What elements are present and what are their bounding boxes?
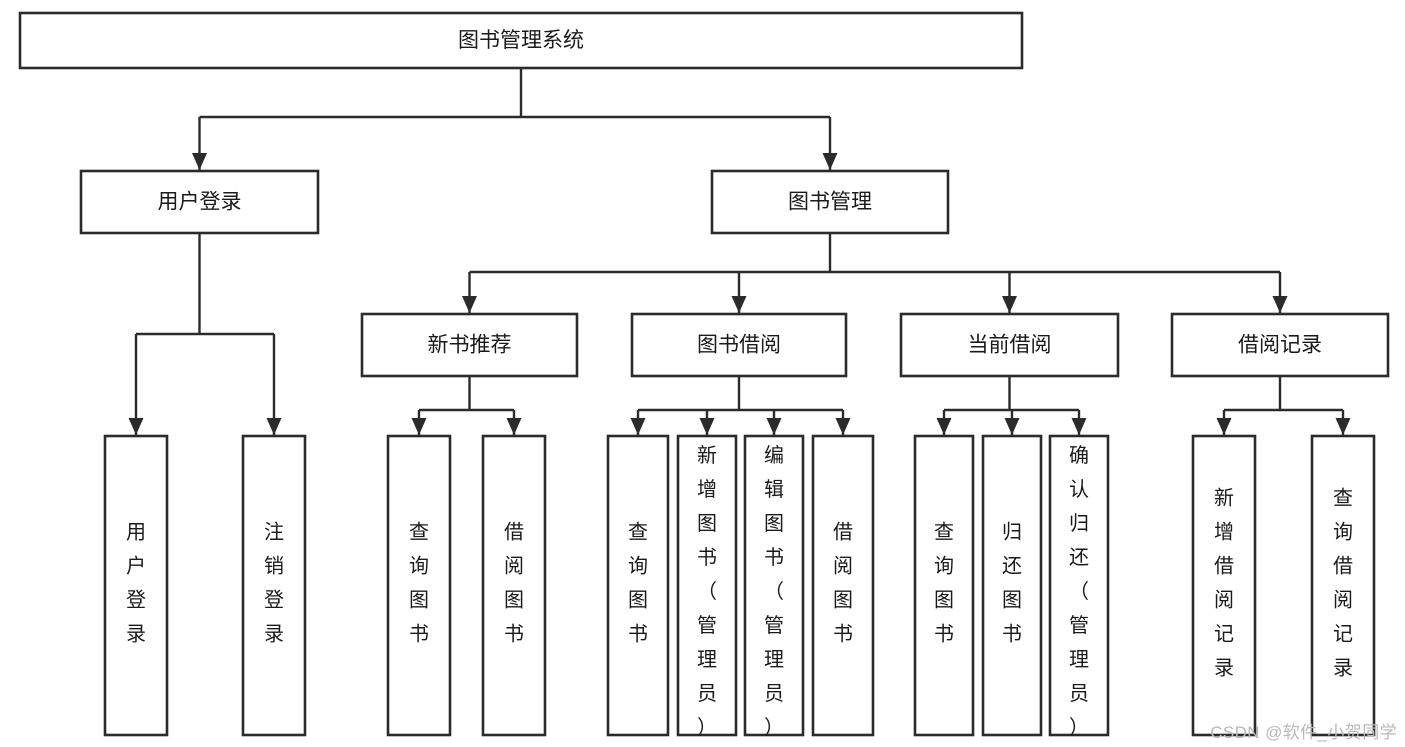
arrow-head-icon <box>1216 418 1232 435</box>
level3-node-box[interactable] <box>630 312 848 378</box>
leaf-node-box[interactable] <box>743 434 805 737</box>
leaf-node-9[interactable]: 查询图书 <box>913 434 975 737</box>
arrow-head-icon <box>462 296 477 313</box>
arrow-head-icon <box>506 418 522 435</box>
leaf-node-label: 新增图书（管理员） <box>697 444 717 739</box>
arrow-head-icon <box>822 153 838 170</box>
arrow-head-icon <box>128 418 144 435</box>
leaf-node-5[interactable]: 查询图书 <box>606 434 670 737</box>
level2-node-label: 用户登录 <box>158 191 242 214</box>
leaf-node-box[interactable] <box>103 434 169 737</box>
leaf-node-box[interactable] <box>1048 434 1110 737</box>
leaf-node-label: 借阅图书 <box>833 521 853 646</box>
arrow-head-icon <box>266 418 282 435</box>
arrow-head-icon <box>766 418 782 435</box>
level3-node-label: 图书借阅 <box>697 334 781 357</box>
leaf-node-7[interactable]: 编辑图书（管理员） <box>743 434 805 739</box>
leaf-node-12[interactable]: 新增借阅记录 <box>1191 434 1257 737</box>
arrow-head-icon <box>1272 296 1288 313</box>
level3-node-4[interactable]: 借阅记录 <box>1170 312 1390 378</box>
root-node-label: 图书管理系统 <box>458 29 584 52</box>
leaf-node-box[interactable] <box>676 434 738 737</box>
leaf-node-4[interactable]: 借阅图书 <box>481 434 547 737</box>
arrow-head-icon <box>936 418 952 435</box>
level3-node-box[interactable] <box>360 312 579 378</box>
leaf-node-label: 查询借阅记录 <box>1333 487 1353 680</box>
connector-layer <box>128 68 1351 435</box>
leaf-node-label: 注销登录 <box>264 521 284 646</box>
leaf-node-box[interactable] <box>811 434 875 737</box>
level2-node-2[interactable]: 图书管理 <box>710 169 950 235</box>
node-layer: 图书管理系统用户登录图书管理新书推荐图书借阅当前借阅借阅记录用户登录注销登录查询… <box>18 11 1390 739</box>
arrow-head-icon <box>411 418 427 435</box>
level3-node-label: 当前借阅 <box>968 334 1052 357</box>
arrow-head-icon <box>192 153 207 170</box>
leaf-node-1[interactable]: 用户登录 <box>103 434 169 737</box>
leaf-node-box[interactable] <box>1310 434 1376 737</box>
leaf-node-2[interactable]: 注销登录 <box>241 434 307 737</box>
leaf-node-label: 新增借阅记录 <box>1214 487 1234 680</box>
leaf-node-label: 查询图书 <box>934 521 954 646</box>
leaf-node-box[interactable] <box>1191 434 1257 737</box>
watermark-label: CSDN @软件_小贺同学 <box>1210 723 1397 742</box>
arrow-head-icon <box>630 418 646 435</box>
arrow-head-icon <box>835 418 851 435</box>
level2-node-label: 图书管理 <box>788 191 872 214</box>
root-node-1[interactable]: 图书管理系统 <box>18 11 1024 70</box>
level3-node-3[interactable]: 当前借阅 <box>899 312 1120 378</box>
arrow-head-icon <box>1335 418 1351 435</box>
leaf-node-13[interactable]: 查询借阅记录 <box>1310 434 1376 737</box>
leaf-node-label: 确认归还（管理员） <box>1069 444 1089 739</box>
arrow-head-icon <box>731 296 747 313</box>
leaf-node-box[interactable] <box>386 434 452 737</box>
arrow-head-icon <box>1004 418 1020 435</box>
level3-node-1[interactable]: 新书推荐 <box>360 312 579 378</box>
arrow-head-icon <box>1002 296 1017 313</box>
arrow-head-icon <box>699 418 715 435</box>
leaf-node-6[interactable]: 新增图书（管理员） <box>676 434 738 739</box>
level3-node-label: 新书推荐 <box>428 334 512 357</box>
level2-node-1[interactable]: 用户登录 <box>79 169 320 235</box>
leaf-node-label: 查询图书 <box>409 521 429 646</box>
arrow-head-icon <box>1071 418 1087 435</box>
leaf-node-10[interactable]: 归还图书 <box>981 434 1043 737</box>
level2-node-box[interactable] <box>79 169 320 235</box>
leaf-node-8[interactable]: 借阅图书 <box>811 434 875 737</box>
level3-node-label: 借阅记录 <box>1238 334 1322 357</box>
leaf-node-label: 编辑图书（管理员） <box>764 444 784 739</box>
level2-node-box[interactable] <box>710 169 950 235</box>
leaf-node-label: 用户登录 <box>126 522 146 646</box>
level3-node-box[interactable] <box>1170 312 1390 378</box>
leaf-node-box[interactable] <box>241 434 307 737</box>
leaf-node-label: 查询图书 <box>628 521 648 646</box>
root-node-box[interactable] <box>18 11 1024 70</box>
leaf-node-box[interactable] <box>606 434 670 737</box>
leaf-node-box[interactable] <box>913 434 975 737</box>
leaf-node-label: 归还图书 <box>1002 521 1022 646</box>
leaf-node-box[interactable] <box>981 434 1043 737</box>
leaf-node-3[interactable]: 查询图书 <box>386 434 452 737</box>
leaf-node-label: 借阅图书 <box>504 521 524 646</box>
level3-node-2[interactable]: 图书借阅 <box>630 312 848 378</box>
leaf-node-box[interactable] <box>481 434 547 737</box>
leaf-node-11[interactable]: 确认归还（管理员） <box>1048 434 1110 739</box>
level3-node-box[interactable] <box>899 312 1120 378</box>
